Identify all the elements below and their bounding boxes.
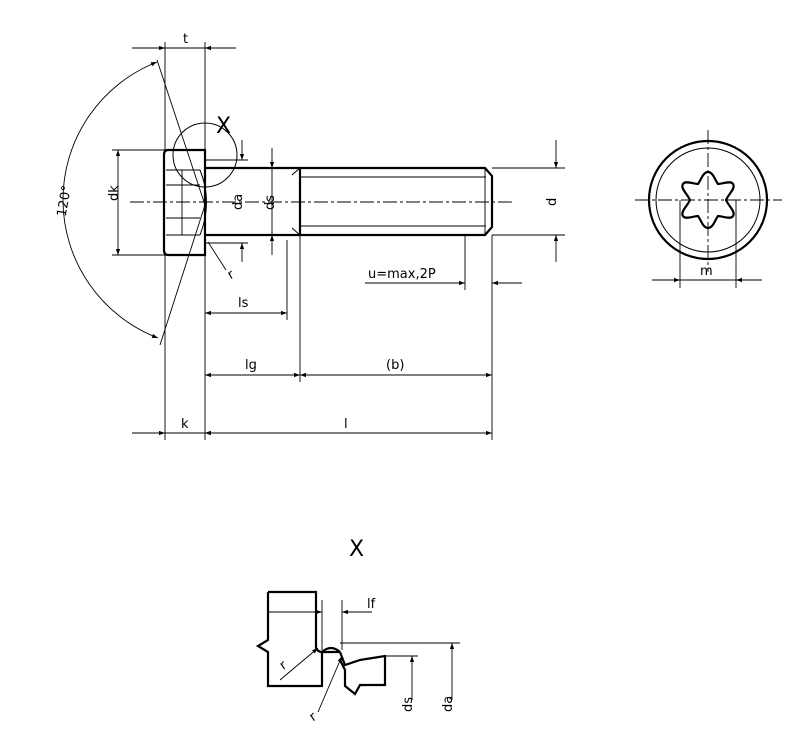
detail-ds-label: ds bbox=[401, 697, 416, 712]
radius-label: r bbox=[225, 267, 238, 283]
dim-d-label: d bbox=[545, 198, 560, 206]
screw-side-view bbox=[130, 148, 512, 257]
dim-k-label: k bbox=[181, 417, 189, 432]
dim-m-label: m bbox=[700, 264, 713, 279]
detail-title: X bbox=[349, 537, 364, 562]
dim-da: da bbox=[205, 140, 248, 262]
dim-dk: dk bbox=[107, 149, 165, 256]
radius-leader: r bbox=[207, 241, 238, 283]
detail-head bbox=[255, 590, 340, 688]
dim-t-label: t bbox=[183, 32, 188, 47]
screw-head bbox=[162, 148, 207, 257]
detail-marker-label: X bbox=[216, 114, 231, 139]
dim-ls-label: ls bbox=[238, 296, 249, 311]
detail-view-x: X lf ds da r r bbox=[255, 537, 460, 725]
detail-shank bbox=[338, 651, 387, 696]
dim-dk-label: dk bbox=[107, 185, 122, 201]
dim-ls: ls bbox=[204, 240, 288, 440]
dim-lg-b: lg (b) bbox=[205, 235, 492, 382]
dim-d: d bbox=[492, 140, 565, 262]
shank bbox=[205, 166, 300, 237]
dim-t: t bbox=[132, 32, 236, 150]
dim-b-label: (b) bbox=[386, 358, 404, 373]
dim-l-label: l bbox=[344, 417, 348, 432]
detail-da-label: da bbox=[441, 696, 456, 712]
angle-label: 120° bbox=[55, 184, 75, 217]
dim-u: u=max,2P bbox=[365, 235, 522, 440]
detail-r1-label: r bbox=[277, 658, 291, 674]
thread-root-lines bbox=[300, 168, 486, 235]
screw-end-view: m bbox=[635, 130, 782, 288]
detail-lf-label: lf bbox=[367, 597, 376, 612]
dim-ds: ds bbox=[263, 148, 278, 255]
dim-k-l: k l bbox=[132, 255, 492, 440]
socket-lines bbox=[166, 169, 200, 236]
thread-runout bbox=[291, 167, 301, 236]
dim-u-label: u=max,2P bbox=[368, 267, 436, 282]
dim-da-label: da bbox=[231, 194, 246, 210]
dim-lg-label: lg bbox=[245, 358, 257, 373]
thread-section bbox=[298, 166, 494, 237]
angle-dimension: 120° bbox=[55, 59, 206, 346]
dim-ds-label: ds bbox=[263, 195, 278, 210]
